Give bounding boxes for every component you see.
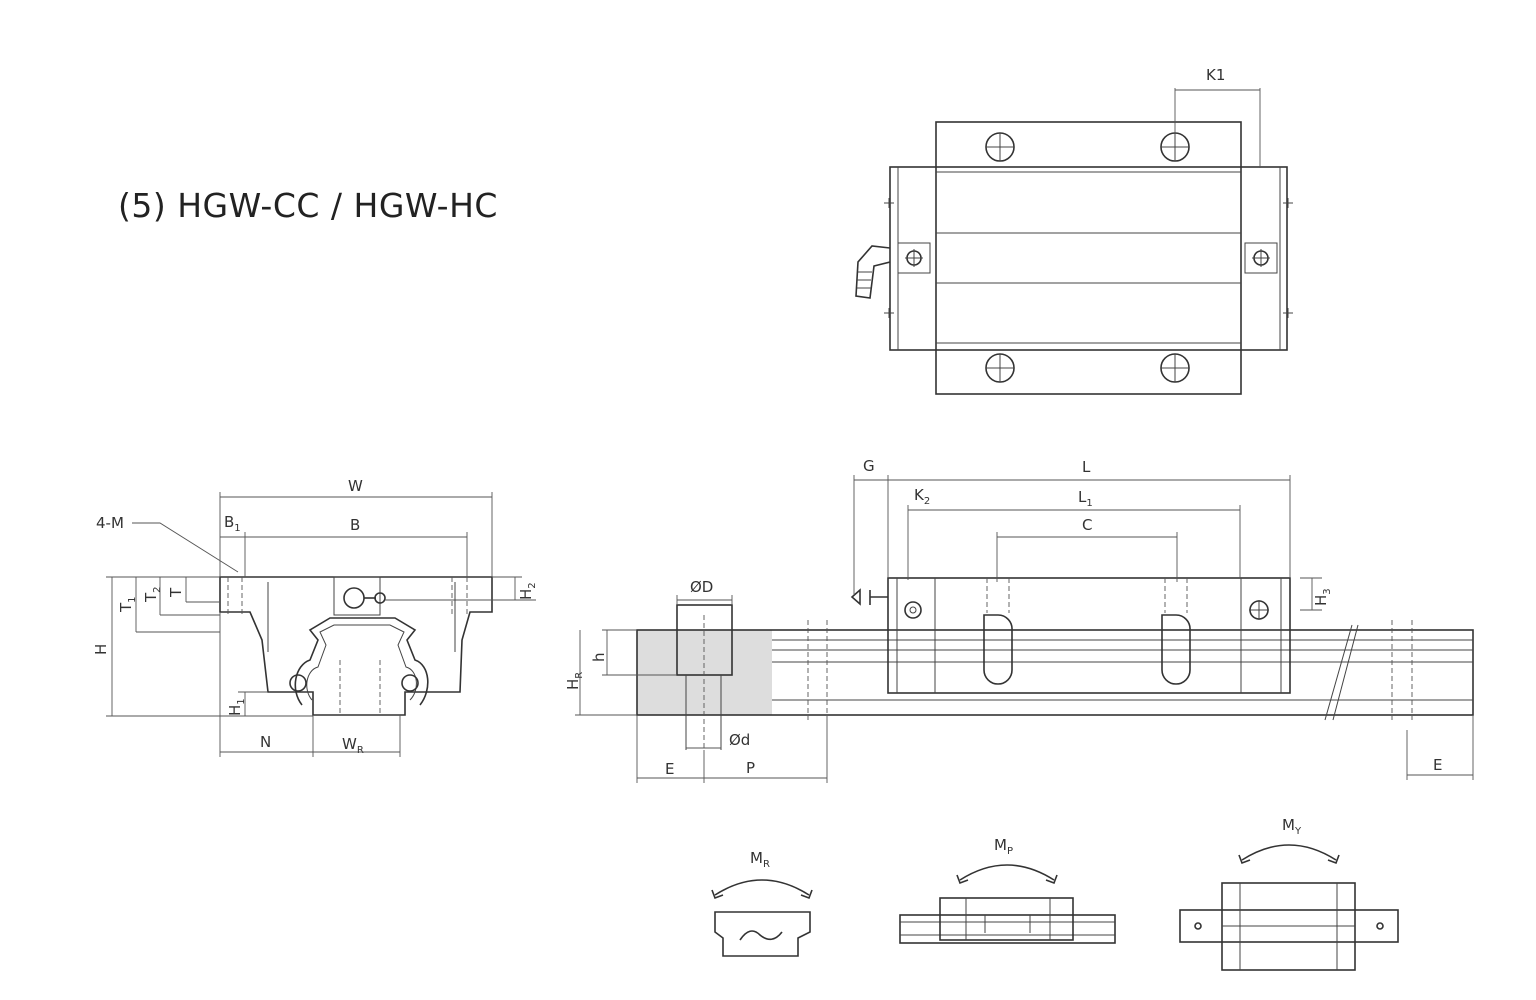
dim-WR: WR xyxy=(342,735,364,756)
dim-E-right: E xyxy=(1433,756,1442,774)
dim-P: P xyxy=(746,759,755,777)
dim-h: h xyxy=(590,652,608,662)
moment-yaw-icon: MY xyxy=(1179,816,1399,971)
dim-K1: K1 xyxy=(1206,66,1225,84)
dim-N: N xyxy=(260,733,271,751)
dim-T2: T2 xyxy=(142,586,163,603)
dim-B: B xyxy=(350,516,360,534)
label-MR: MR xyxy=(750,849,770,870)
dim-T: T xyxy=(167,587,185,598)
dim-W: W xyxy=(348,477,363,495)
label-4-M: 4-M xyxy=(96,514,124,532)
dim-Od: Ød xyxy=(729,731,750,749)
dim-B1: B1 xyxy=(224,513,241,534)
top-view: K1 xyxy=(855,66,1293,395)
side-view: L G L1 K2 C H3 ØD h HR Ød E P E xyxy=(564,457,1474,783)
dim-H3: H3 xyxy=(1312,588,1333,606)
dim-C: C xyxy=(1082,516,1092,534)
dim-H2: H2 xyxy=(517,582,538,600)
grease-nipple-icon xyxy=(855,245,891,299)
drawing-title: (5) HGW-CC / HGW-HC xyxy=(118,186,498,225)
dim-HR: HR xyxy=(564,672,585,690)
bolt-hole-icon xyxy=(905,132,1270,383)
dim-H1: H1 xyxy=(226,698,247,716)
dim-OD: ØD xyxy=(690,578,713,596)
label-MY: MY xyxy=(1282,816,1302,837)
label-MP: MP xyxy=(994,836,1013,857)
dim-K2: K2 xyxy=(914,486,930,507)
dim-T1: T1 xyxy=(117,596,138,613)
dim-H: H xyxy=(92,644,110,655)
moment-pitch-icon: MP xyxy=(899,836,1116,944)
dim-L: L xyxy=(1082,458,1091,476)
dim-G: G xyxy=(863,457,875,475)
front-view: W B B1 4-M H T1 T2 T H2 H1 N WR xyxy=(92,477,538,757)
dim-E-left: E xyxy=(665,760,674,778)
dim-L1: L1 xyxy=(1078,488,1093,509)
moment-roll-icon: MR xyxy=(711,849,813,957)
